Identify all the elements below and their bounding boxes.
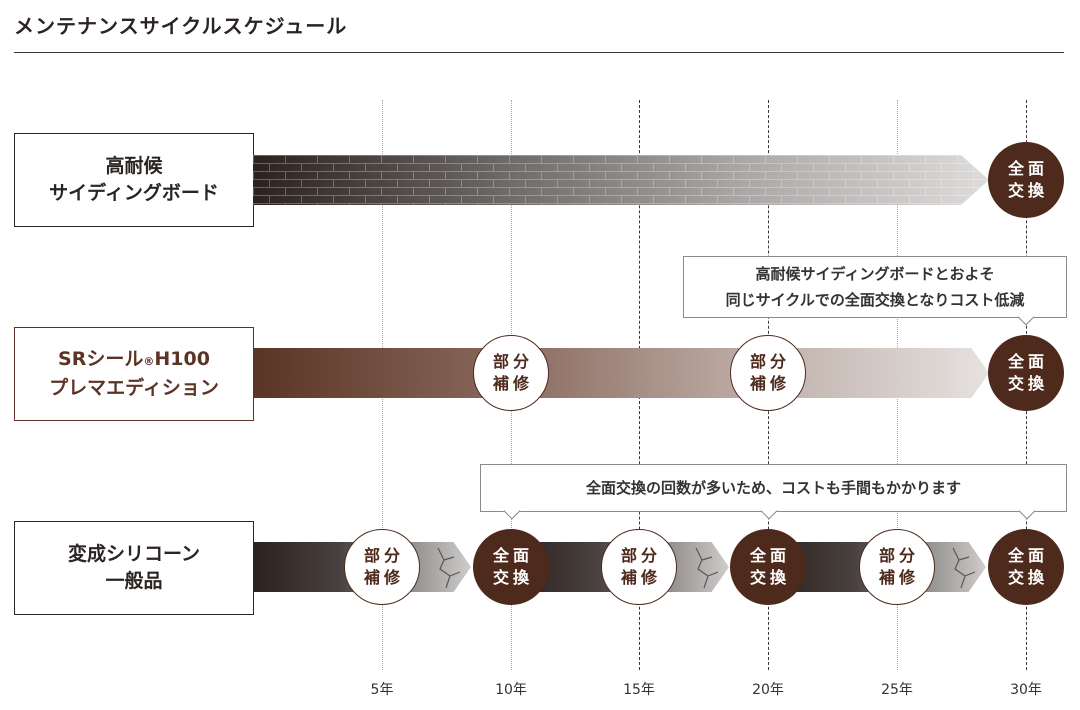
row-label-silicone: 変成シリコーン 一般品 xyxy=(14,521,254,615)
premier-callout: 高耐候サイディングボードとおよそ 同じサイクルでの全面交換となりコスト低減 xyxy=(683,256,1067,326)
badge-line: 部分 xyxy=(363,546,404,565)
title-divider xyxy=(14,52,1064,53)
axis-tick-label: 10年 xyxy=(495,682,527,698)
row-label-sr-seal: SRシール®H100 プレマエディション xyxy=(14,327,254,421)
general-callout: 全面交換の回数が多いため、コストも手間もかかります xyxy=(480,464,1067,520)
replace-badge: 全面 交換 xyxy=(473,529,549,605)
badge-line: 部分 xyxy=(492,352,533,371)
row-label-line: 変成シリコーン xyxy=(67,543,201,565)
repair-badge: 部分 補修 xyxy=(601,529,677,605)
callout-line: 高耐候サイディングボードとおよそ xyxy=(755,265,995,283)
axis-tick-label: 15年 xyxy=(623,682,655,698)
sr-seal-lifespan-arrow xyxy=(253,348,989,398)
callout-line: 全面交換の回数が多いため、コストも手間もかかります xyxy=(585,479,961,497)
badge-line: 部分 xyxy=(620,546,661,565)
badge-line: 全面 xyxy=(492,546,533,565)
badge-line: 全面 xyxy=(1007,546,1048,565)
row-label-line: サイディングボード xyxy=(49,182,219,204)
badge-line: 補修 xyxy=(878,568,919,587)
repair-badge: 部分 補修 xyxy=(730,335,806,411)
replace-badge: 全面 交換 xyxy=(730,529,806,605)
row-label-line: 高耐候 xyxy=(105,155,163,177)
axis-tick-label: 25年 xyxy=(881,682,913,698)
badge-line: 交換 xyxy=(1007,568,1048,587)
row-label-line: プレマエディション xyxy=(49,377,219,399)
badge-line: 全面 xyxy=(749,546,790,565)
badge-line: 補修 xyxy=(363,568,404,587)
badge-line: 交換 xyxy=(1007,181,1048,200)
replace-badge: 全面 交換 xyxy=(988,142,1064,218)
brick-pattern xyxy=(253,155,989,205)
page-title: メンテナンスサイクルスケジュール xyxy=(14,14,348,38)
axis-tick-label: 20年 xyxy=(752,682,784,698)
callout-pointer xyxy=(503,502,521,520)
badge-line: 交換 xyxy=(492,568,533,587)
replace-badge: 全面 交換 xyxy=(988,335,1064,411)
badge-line: 全面 xyxy=(1007,352,1048,371)
registered-mark: ® xyxy=(143,355,155,368)
badge-line: 補修 xyxy=(492,374,533,393)
axis-tick-label: 5年 xyxy=(370,682,394,698)
replace-badge: 全面 交換 xyxy=(988,529,1064,605)
axis-tick-label: 30年 xyxy=(1010,682,1042,698)
row-label-line: SRシール®H100 xyxy=(58,346,210,375)
product-model: H100 xyxy=(154,348,210,370)
repair-badge: 部分 補修 xyxy=(473,335,549,411)
badge-line: 部分 xyxy=(749,352,790,371)
product-name: SRシール xyxy=(58,348,144,370)
repair-badge: 部分 補修 xyxy=(859,529,935,605)
badge-line: 補修 xyxy=(749,374,790,393)
crack-icon xyxy=(437,547,461,589)
badge-line: 補修 xyxy=(620,568,661,587)
badge-line: 交換 xyxy=(749,568,790,587)
badge-line: 交換 xyxy=(1007,374,1048,393)
badge-line: 部分 xyxy=(878,546,919,565)
crack-icon xyxy=(952,547,976,589)
callout-pointer xyxy=(760,502,778,520)
siding-lifespan-arrow xyxy=(253,155,989,205)
repair-badge: 部分 補修 xyxy=(344,529,420,605)
row-label-siding: 高耐候 サイディングボード xyxy=(14,133,254,227)
crack-icon xyxy=(695,547,719,589)
row-label-line: 一般品 xyxy=(105,570,163,592)
callout-pointer xyxy=(1018,502,1036,520)
callout-line: 同じサイクルでの全面交換となりコスト低減 xyxy=(725,291,1025,309)
badge-line: 全面 xyxy=(1007,159,1048,178)
